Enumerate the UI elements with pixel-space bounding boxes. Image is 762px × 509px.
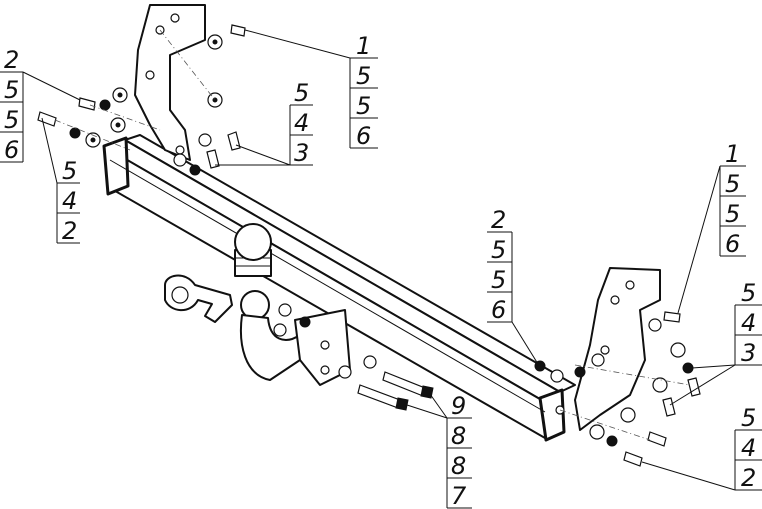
callout-label: 6 xyxy=(725,230,740,258)
callout-label: 3 xyxy=(741,339,756,367)
callout-label: 4 xyxy=(62,187,77,215)
callout-label: 5 xyxy=(356,92,371,120)
callout-top-bolt: 1 5 5 6 xyxy=(244,29,378,150)
callout-label: 7 xyxy=(451,482,467,509)
callout-label: 3 xyxy=(294,139,309,167)
callout-label: 5 xyxy=(725,170,740,198)
callout-left-bolt-upper: 2 5 5 6 xyxy=(0,46,81,164)
fasteners xyxy=(37,24,701,467)
callout-label: 2 xyxy=(62,217,77,245)
tow-ball xyxy=(234,223,272,277)
callout-label: 6 xyxy=(356,122,371,150)
callout-label: 9 xyxy=(451,392,466,420)
callout-label: 5 xyxy=(4,76,19,104)
callout-label: 2 xyxy=(491,206,506,234)
callout-left-bolt-lower: 5 4 2 xyxy=(41,117,80,245)
callout-right-beam-nut: 2 5 5 6 xyxy=(487,206,539,365)
callout-label: 5 xyxy=(491,266,506,294)
callout-label: 5 xyxy=(62,157,77,185)
callout-right-bracket-bolt: 1 5 5 6 xyxy=(677,140,746,314)
callout-label: 8 xyxy=(451,452,466,480)
callout-label: 5 xyxy=(4,106,19,134)
callout-label: 4 xyxy=(294,109,309,137)
callout-label: 1 xyxy=(356,32,371,60)
callout-label: 2 xyxy=(741,464,756,492)
long-bolts xyxy=(357,371,434,411)
callout-label: 1 xyxy=(725,140,740,168)
callout-middle-bolts: 5 4 3 xyxy=(215,79,313,167)
crossbeam xyxy=(102,134,576,442)
callout-bottom-right-bolt: 5 4 2 xyxy=(641,404,762,492)
callout-label: 4 xyxy=(741,434,756,462)
callout-label: 5 xyxy=(356,62,371,90)
callout-label: 8 xyxy=(451,422,466,450)
callout-label: 5 xyxy=(491,236,506,264)
ball-mount xyxy=(239,290,351,386)
callout-ball-mount-bolts: 9 8 8 7 xyxy=(403,392,472,509)
callout-label: 5 xyxy=(741,279,756,307)
callout-label: 4 xyxy=(741,309,756,337)
callout-label: 2 xyxy=(4,46,19,74)
callout-label: 5 xyxy=(741,404,756,432)
center-lines xyxy=(54,29,691,441)
callout-label: 5 xyxy=(294,79,309,107)
callout-right-bolts: 5 4 3 xyxy=(669,279,762,406)
callout-label: 5 xyxy=(725,200,740,228)
callout-label: 6 xyxy=(491,296,506,324)
callout-label: 6 xyxy=(4,136,19,164)
right-bracket xyxy=(555,267,661,431)
left-bracket xyxy=(134,4,206,161)
socket-flange xyxy=(164,274,233,323)
